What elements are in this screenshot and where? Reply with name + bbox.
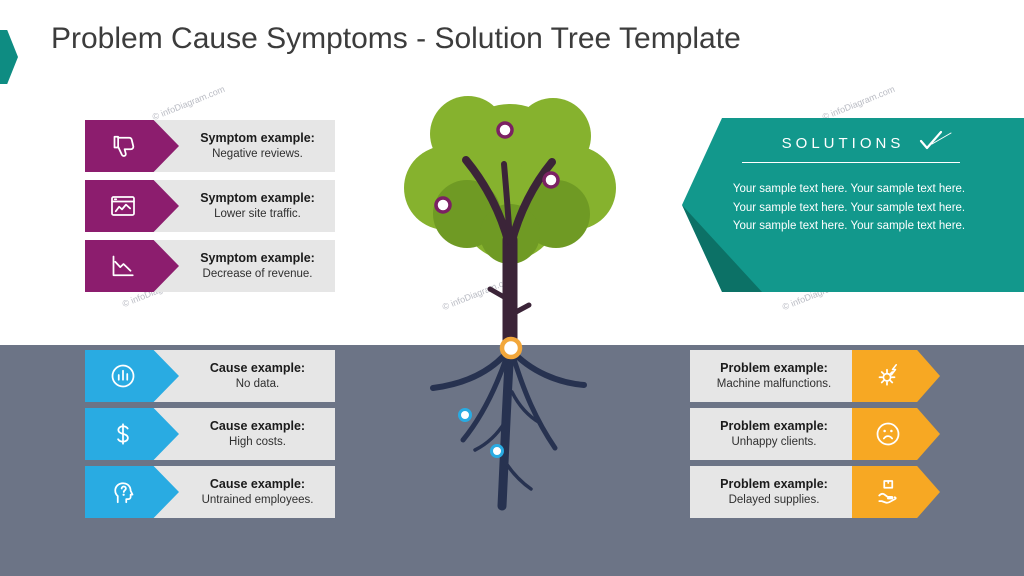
item-label: Cause example: bbox=[209, 477, 306, 492]
item-label: Problem example: bbox=[720, 361, 828, 376]
thumbs-down-icon bbox=[113, 135, 135, 157]
problem-item: Problem example: Delayed supplies. bbox=[690, 466, 940, 518]
hand-box-icon bbox=[878, 480, 897, 504]
item-text: High costs. bbox=[229, 435, 286, 448]
item-text: Decrease of revenue. bbox=[202, 267, 313, 280]
problem-label-box: Problem example: Unhappy clients. bbox=[690, 408, 858, 460]
tree-roots bbox=[430, 343, 587, 511]
problem-label-box: Problem example: Delayed supplies. bbox=[690, 466, 858, 518]
problem-arrow-shape bbox=[852, 350, 940, 402]
tree-illustration bbox=[404, 96, 616, 511]
symptom-item: Symptom example: Lower site traffic. bbox=[85, 180, 335, 232]
item-label: Symptom example: bbox=[200, 191, 315, 206]
root-collar-marker bbox=[499, 336, 523, 360]
problem-label-box: Problem example: Machine malfunctions. bbox=[690, 350, 858, 402]
page-title: Problem Cause Symptoms - Solution Tree T… bbox=[51, 22, 741, 55]
tree-trunk bbox=[462, 156, 556, 358]
item-text: Machine malfunctions. bbox=[716, 377, 832, 390]
item-label: Problem example: bbox=[720, 419, 828, 434]
browser-chart-icon bbox=[111, 196, 135, 216]
dollar-icon bbox=[117, 423, 129, 445]
solutions-heading: SOLUTIONS bbox=[781, 135, 905, 152]
item-text: Negative reviews. bbox=[212, 147, 303, 160]
item-label: Cause example: bbox=[209, 419, 306, 434]
watermark: © infoDiagram.com bbox=[150, 83, 227, 123]
root-tip-marker bbox=[490, 444, 504, 458]
fruit-marker bbox=[542, 171, 560, 189]
head-question-icon bbox=[114, 482, 134, 504]
sad-face-icon bbox=[876, 422, 900, 446]
checkmark-icon bbox=[919, 130, 952, 150]
gear-lightning-icon bbox=[878, 364, 897, 386]
bar-chart-circle-icon bbox=[111, 364, 135, 388]
declining-chart-icon bbox=[112, 255, 134, 277]
item-label: Symptom example: bbox=[200, 131, 315, 146]
problem-arrow-shape bbox=[852, 466, 940, 518]
item-text: Lower site traffic. bbox=[214, 207, 301, 220]
cause-item: Cause example: High costs. bbox=[85, 408, 335, 460]
item-text: Untrained employees. bbox=[201, 493, 314, 506]
item-label: Symptom example: bbox=[200, 251, 315, 266]
item-label: Problem example: bbox=[720, 477, 828, 492]
item-text: Unhappy clients. bbox=[731, 435, 817, 448]
item-label: Cause example: bbox=[209, 361, 306, 376]
problem-arrow-shape bbox=[852, 408, 940, 460]
solutions-banner: SOLUTIONS Your sample text here. Your sa… bbox=[682, 118, 1024, 292]
root-tip-marker bbox=[458, 408, 472, 422]
tree-markers bbox=[434, 121, 560, 458]
heading-underline bbox=[742, 162, 960, 163]
watermark: © infoDiagram.com bbox=[820, 83, 897, 123]
item-text: No data. bbox=[235, 377, 280, 390]
fruit-marker bbox=[496, 121, 514, 139]
symptom-item: Symptom example: Negative reviews. bbox=[85, 120, 335, 172]
symptom-item: Symptom example: Decrease of revenue. bbox=[85, 240, 335, 292]
problem-item: Problem example: Machine malfunctions. bbox=[690, 350, 940, 402]
cause-item: Cause example: Untrained employees. bbox=[85, 466, 335, 518]
cause-item: Cause example: No data. bbox=[85, 350, 335, 402]
teal-accent-shape bbox=[0, 30, 18, 84]
problem-item: Problem example: Unhappy clients. bbox=[690, 408, 940, 460]
solutions-body-text: Your sample text here. Your sample text … bbox=[732, 183, 966, 233]
item-text: Delayed supplies. bbox=[728, 493, 820, 506]
fruit-marker bbox=[434, 196, 452, 214]
